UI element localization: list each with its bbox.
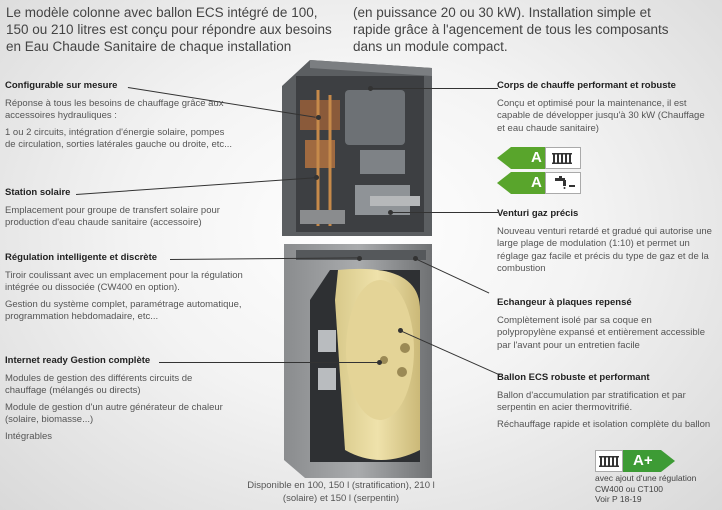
connector-dot	[357, 256, 362, 261]
feature-title: Configurable sur mesure	[5, 80, 118, 91]
feature-desc: Réponse à tous les besoins de chauffage …	[5, 97, 224, 122]
intro-right-text: (en puissance 20 ou 30 kW). Installation…	[353, 5, 669, 54]
availability-text: Disponible en 100, 150 l (stratification…	[247, 480, 435, 504]
note-line: avec ajout d'une régulation	[595, 473, 697, 483]
connector-dot	[368, 86, 373, 91]
radiator-icon	[545, 147, 581, 169]
energy-label-heating: A	[497, 147, 587, 169]
connector-line	[390, 212, 498, 213]
note-line: Voir P 18-19	[595, 494, 642, 504]
feature-internet-ready: Internet ready Gestion complète Modules …	[5, 355, 235, 447]
feature-desc: Nouveau venturi retardé et gradué qui au…	[497, 225, 712, 275]
energy-grade: A	[531, 174, 542, 191]
connector-dot	[413, 256, 418, 261]
faucet-icon	[545, 172, 581, 194]
feature-desc: Conçu et optimisé pour la maintenance, i…	[497, 97, 705, 134]
intro-left-text: Le modèle colonne avec ballon ECS intégr…	[6, 5, 332, 54]
feature-heating-body: Corps de chauffe performant et robuste C…	[497, 80, 712, 139]
connector-dot	[377, 360, 382, 365]
feature-desc: Réchauffage rapide et isolation complète…	[497, 418, 711, 430]
feature-venturi: Venturi gaz précis Nouveau venturi retar…	[497, 208, 712, 280]
feature-title: Station solaire	[5, 187, 71, 198]
feature-desc: Complètement isolé par sa coque en polyp…	[497, 314, 706, 351]
connector-dot	[398, 328, 403, 333]
feature-title: Internet ready Gestion complète	[5, 355, 151, 366]
feature-title: Ballon ECS robuste et performant	[497, 372, 650, 383]
upper-module	[282, 60, 432, 236]
feature-title: Corps de chauffe performant et robuste	[497, 80, 676, 91]
radiator-icon	[595, 450, 623, 472]
connector-line	[370, 88, 498, 89]
energy-arrow: A+	[623, 450, 675, 472]
feature-desc: Gestion du système complet, paramétrage …	[5, 298, 242, 323]
connector-dot	[316, 115, 321, 120]
feature-desc: Modules de gestion des différents circui…	[5, 372, 193, 397]
feature-ecs-tank: Ballon ECS robuste et performant Ballon …	[497, 372, 712, 435]
energy-grade: A	[531, 149, 542, 166]
feature-desc: Ballon d'accumulation par stratification…	[497, 389, 686, 414]
regulation-note: avec ajout d'une régulation CW400 ou CT1…	[595, 473, 696, 505]
feature-regulation: Régulation intelligente et discrète Tiro…	[5, 252, 260, 328]
feature-desc: Tiroir coulissant avec un emplacement po…	[5, 269, 243, 294]
energy-label-regulation: A+	[595, 450, 685, 472]
energy-grade: A+	[633, 452, 653, 469]
feature-desc: Intégrables	[5, 430, 53, 442]
feature-title: Echangeur à plaques repensé	[497, 297, 632, 308]
energy-label-hot-water: A	[497, 172, 587, 194]
feature-desc: 1 ou 2 circuits, intégration d'énergie s…	[5, 126, 233, 151]
connector-dot	[314, 175, 319, 180]
feature-plate-exchanger: Echangeur à plaques repensé Complètement…	[497, 297, 712, 356]
note-line: CW400 ou CT100	[595, 483, 664, 494]
connector-line	[159, 362, 379, 363]
connector-dot	[388, 210, 393, 215]
energy-arrow: A	[497, 172, 547, 194]
feature-solar-station: Station solaire Emplacement pour groupe …	[5, 187, 235, 234]
energy-arrow: A	[497, 147, 547, 169]
feature-desc: Module de gestion d'un autre générateur …	[5, 401, 223, 426]
feature-title: Régulation intelligente et discrète	[5, 252, 158, 263]
lower-module	[284, 244, 432, 478]
feature-title: Venturi gaz précis	[497, 208, 579, 219]
feature-configurable: Configurable sur mesure Réponse à tous l…	[5, 80, 235, 156]
feature-desc: Emplacement pour groupe de transfert sol…	[5, 204, 220, 229]
